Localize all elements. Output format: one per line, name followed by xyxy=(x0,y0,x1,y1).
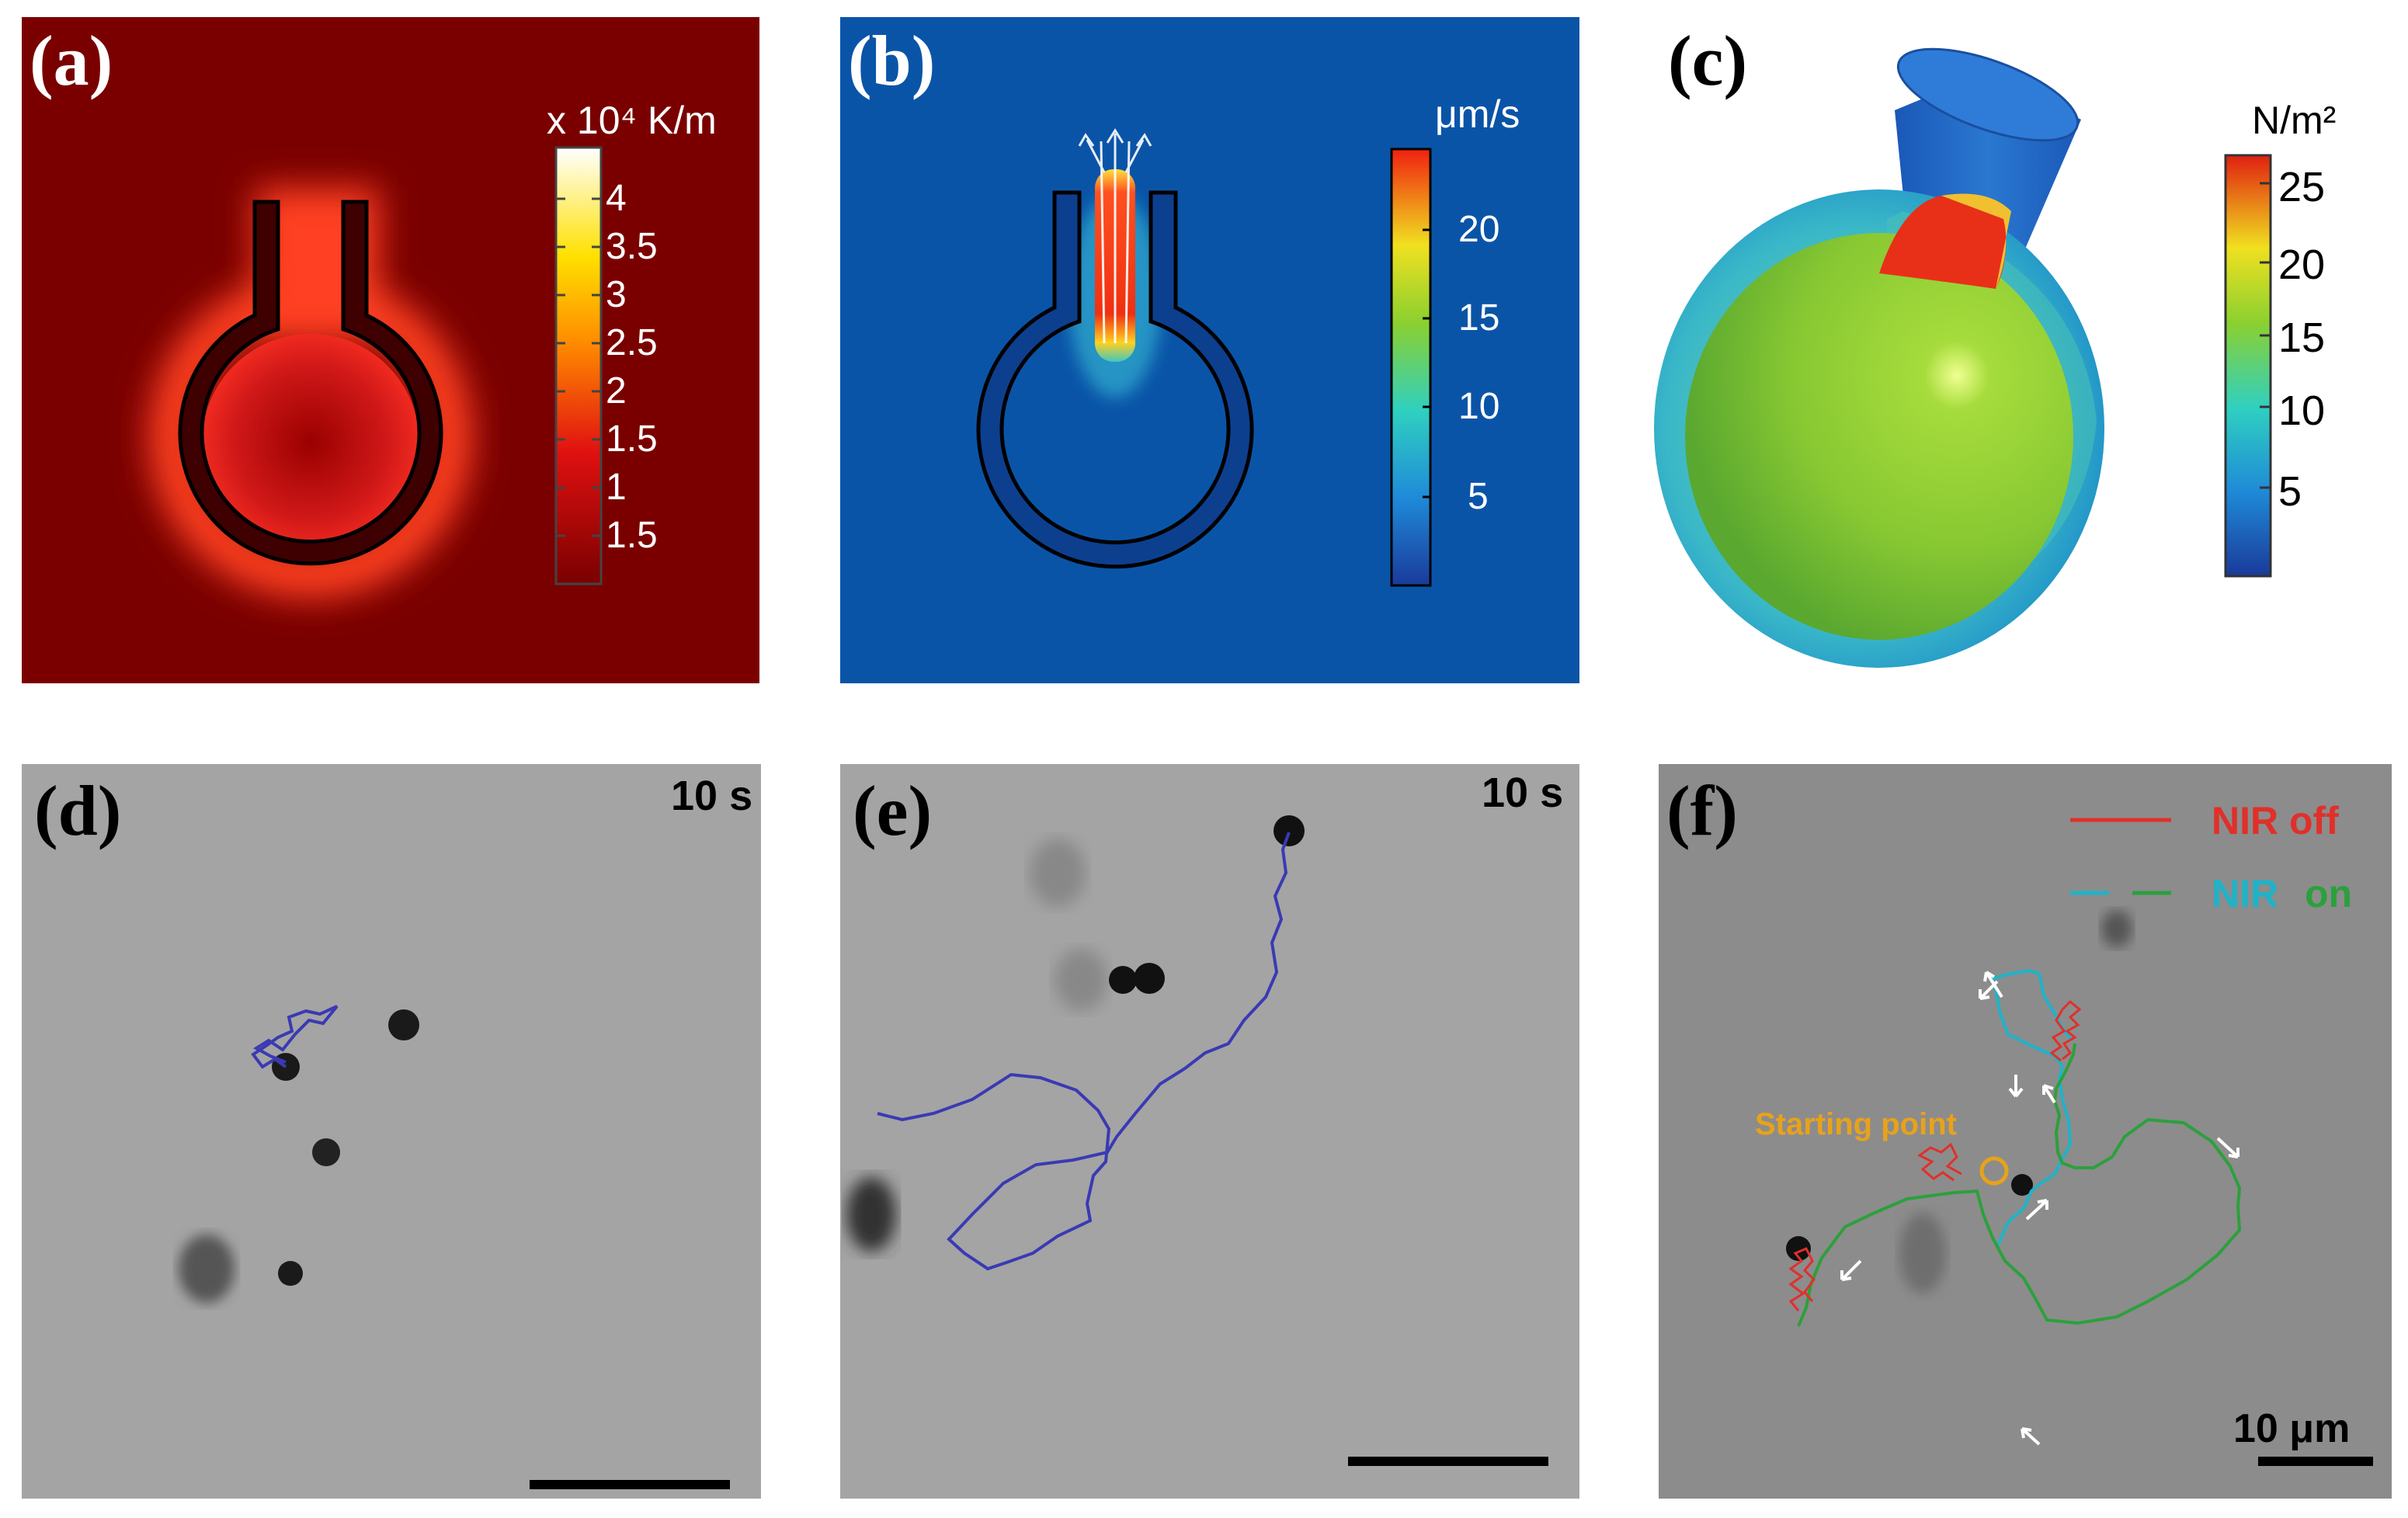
panel-f-micrograph xyxy=(1786,818,2242,1446)
starting-point-label: Starting point xyxy=(1755,1107,1957,1141)
particle xyxy=(312,1138,340,1166)
bulb-outline xyxy=(976,190,1254,569)
panel-label-a: (a) xyxy=(30,21,113,100)
panel-b: (b) μm/s 20 15 10 5 xyxy=(840,17,1579,683)
panel-a-thermal-gradient-map xyxy=(149,146,603,598)
legend-label-on-1: NIR xyxy=(2212,872,2279,915)
direction-arrows xyxy=(1840,971,2239,1446)
colorbar-a-title: x 10⁴ K/m xyxy=(547,99,717,142)
trajectory-off xyxy=(1788,999,2082,1311)
trajectory-on-green xyxy=(1797,1043,2242,1327)
colorbar-a-tick: 2.5 xyxy=(606,322,658,363)
colorbar-a-tick: 1 xyxy=(606,467,627,508)
inner-sphere xyxy=(1685,233,2073,640)
scale-bar-f xyxy=(2258,1457,2373,1466)
panel-d-micrograph xyxy=(179,1005,419,1303)
panel-label-f: (f) xyxy=(1666,771,1738,850)
colorbar-c-tick: 5 xyxy=(2278,468,2302,515)
trajectory-e xyxy=(877,832,1291,1271)
particle xyxy=(388,1009,419,1040)
particle xyxy=(2011,1174,2033,1196)
inner-region xyxy=(202,334,419,551)
panel-label-e: (e) xyxy=(853,771,933,850)
colorbar-c-title: N/m² xyxy=(2252,99,2337,142)
panel-c: (c) N/m² 25 20 15 10 5 xyxy=(1646,17,2392,683)
trajectory-d xyxy=(251,1005,339,1069)
bulb-outline xyxy=(178,200,443,566)
panel-b-velocity-map xyxy=(976,128,1432,587)
colorbar-c-tick: 20 xyxy=(2278,241,2326,288)
panel-f: (f) NIR off NIR on Starting point 10 μm xyxy=(1659,764,2392,1499)
colorbar-b xyxy=(1390,148,1432,587)
panel-e: (e) 10 s xyxy=(840,764,1579,1499)
flow-arrows xyxy=(1078,128,1152,344)
panel-c-shear-stress-model xyxy=(1654,47,2272,668)
scale-bar-d xyxy=(530,1480,730,1489)
scale-label-f: 10 μm xyxy=(2233,1406,2351,1451)
panel-a: (a) x 10⁴ K/m 4 3.5 3 2.5 2 1.5 1 1.5 xyxy=(22,17,759,683)
colorbar-c xyxy=(2224,154,2272,578)
colorbar-a-ticks xyxy=(556,197,601,537)
colorbar-b-tick: 5 xyxy=(1468,476,1489,517)
legend-label-on-2: on xyxy=(2305,872,2353,915)
panel-label-d: (d) xyxy=(34,771,122,850)
legend-label-off: NIR off xyxy=(2212,799,2339,842)
timestamp-d: 10 s xyxy=(671,773,753,819)
colorbar-b-ticks xyxy=(1423,228,1430,498)
trajectory-on-cyan xyxy=(1990,968,2073,1248)
scale-bar-e xyxy=(1348,1457,1548,1466)
colorbar-c-ticks xyxy=(2260,182,2271,489)
particle xyxy=(1134,963,1165,994)
panel-d: (d) 10 s xyxy=(22,764,761,1499)
particle xyxy=(1786,1236,1811,1261)
panel-label-c: (c) xyxy=(1668,21,1748,100)
colorbar-c-tick: 15 xyxy=(2278,314,2326,361)
particle xyxy=(1273,815,1305,846)
timestamp-e: 10 s xyxy=(1482,769,1564,816)
colorbar-a-tick: 1.5 xyxy=(606,419,658,460)
colorbar-a-tick: 1.5 xyxy=(606,515,658,556)
particle xyxy=(1109,966,1137,994)
panel-label-b: (b) xyxy=(848,21,936,100)
colorbar-b-tick: 20 xyxy=(1458,209,1500,250)
colorbar-a xyxy=(554,146,603,585)
starting-point-marker xyxy=(1979,1156,2009,1186)
colorbar-a-tick: 3 xyxy=(606,274,627,315)
colorbar-b-tick: 15 xyxy=(1458,297,1500,339)
panel-e-micrograph xyxy=(846,815,1305,1271)
colorbar-b-title: μm/s xyxy=(1435,92,1520,136)
colorbar-a-tick: 4 xyxy=(606,178,627,219)
colorbar-c-tick: 25 xyxy=(2278,164,2326,210)
colorbar-b-tick: 10 xyxy=(1458,386,1500,427)
colorbar-a-tick: 3.5 xyxy=(606,226,658,267)
particle xyxy=(278,1261,303,1286)
colorbar-a-tick: 2 xyxy=(606,370,627,412)
colorbar-c-tick: 10 xyxy=(2278,387,2326,434)
